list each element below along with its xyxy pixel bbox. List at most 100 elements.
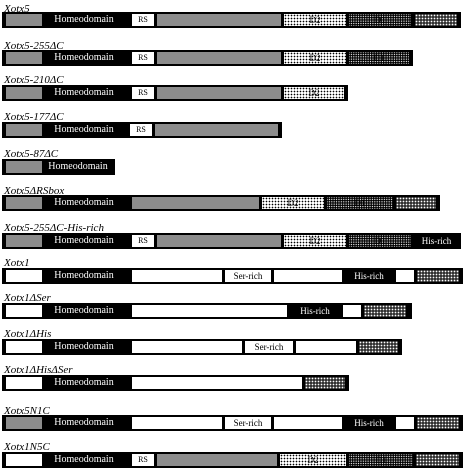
n-terminal-segment <box>6 417 42 429</box>
central-segment <box>132 341 242 353</box>
central-segment <box>132 197 259 209</box>
protein-bar: Homeodomain Ser-rich His-rich <box>2 415 463 431</box>
linker-segment <box>343 305 361 317</box>
construct-name: Xotx1ΔSer <box>4 292 51 304</box>
central-segment-2 <box>296 341 356 353</box>
his-rich-label: His-rich <box>354 271 384 281</box>
d2-domain: D2 <box>284 235 346 247</box>
homeodomain-label: Homeodomain <box>54 197 114 208</box>
central-segment <box>157 454 277 466</box>
protein-bar: Homeodomain Ser-rich His-rich <box>2 268 463 284</box>
protein-bar: Homeodomain RS D2 D1 <box>2 452 463 468</box>
his-rich-label: His-rich <box>421 236 452 246</box>
homeodomain-label: Homeodomain <box>54 341 114 352</box>
central-segment <box>132 377 302 389</box>
linker-segment <box>396 417 414 429</box>
protein-bar: Homeodomain RS D2 <box>2 85 348 101</box>
c-terminal-domain <box>359 341 398 353</box>
d1-domain: D1 <box>349 52 409 64</box>
central-segment <box>157 87 281 99</box>
c-terminal-domain <box>364 305 406 317</box>
homeodomain-label: Homeodomain <box>54 235 114 246</box>
central-segment <box>132 417 222 429</box>
rs-box: RS <box>132 87 154 99</box>
homeodomain-label: Homeodomain <box>54 270 114 281</box>
rs-box: RS <box>132 454 154 466</box>
construct-name: Xotx5ΔRSbox <box>4 185 65 197</box>
protein-bar: Homeodomain RS D2 D1 <box>2 50 413 66</box>
central-segment <box>157 14 281 26</box>
n-terminal-segment <box>6 124 42 136</box>
construct-name: Xotx5-87ΔC <box>4 148 59 160</box>
rs-box: RS <box>132 235 154 247</box>
d1-domain: D1 <box>349 454 413 466</box>
n-terminal-segment <box>6 197 42 209</box>
n-terminal-segment <box>6 377 42 389</box>
his-rich-label: His-rich <box>354 418 384 428</box>
n-terminal-segment <box>6 341 42 353</box>
homeodomain-label: Homeodomain <box>54 52 114 63</box>
protein-bar: Homeodomain <box>2 375 349 391</box>
construct-name: Xotx5-210ΔC <box>4 74 64 86</box>
n-terminal-segment <box>6 161 42 173</box>
protein-bar: Homeodomain RS D2 D1 His-rich <box>2 233 461 249</box>
n-terminal-segment <box>6 87 42 99</box>
homeodomain-label: Homeodomain <box>54 124 114 135</box>
homeodomain-label: Homeodomain <box>54 14 114 25</box>
construct-name: Xotx5-177ΔC <box>4 111 64 123</box>
n-terminal-segment <box>6 52 42 64</box>
construct-name: Xotx5-255ΔC-His-rich <box>4 222 104 234</box>
d2-domain: D2 <box>280 454 346 466</box>
d1-domain: D1 <box>327 197 393 209</box>
d1-domain: D1 <box>349 14 411 26</box>
homeodomain-label: Homeodomain <box>48 161 108 172</box>
homeodomain-label: Homeodomain <box>54 454 114 465</box>
n-terminal-segment <box>6 270 42 282</box>
ser-rich-domain: Ser-rich <box>225 270 271 282</box>
d2-domain: D2 <box>284 87 344 99</box>
central-segment-2 <box>274 417 342 429</box>
ser-rich-domain: Ser-rich <box>245 341 293 353</box>
central-segment <box>157 52 281 64</box>
construct-name: Xotx1 <box>4 257 30 269</box>
d1-domain: D1 <box>349 235 411 247</box>
protein-bar: Homeodomain D2 D1 <box>2 195 440 211</box>
construct-name: Xotx5-255ΔC <box>4 40 64 52</box>
construct-name: Xotx1ΔHis <box>4 328 52 340</box>
rs-box: RS <box>132 14 154 26</box>
his-rich-label: His-rich <box>300 306 330 316</box>
c-terminal-domain <box>305 377 345 389</box>
construct-name: Xotx1N5C <box>4 441 50 453</box>
construct-name: Xotx1ΔHisΔSer <box>4 364 73 376</box>
homeodomain-label: Homeodomain <box>54 87 114 98</box>
central-segment <box>132 270 222 282</box>
n-terminal-segment <box>6 235 42 247</box>
n-terminal-segment <box>6 14 42 26</box>
n-terminal-segment <box>6 454 42 466</box>
protein-bar: Homeodomain RS D2 D1 <box>2 12 461 28</box>
rs-box: RS <box>130 124 152 136</box>
d2-domain: D2 <box>262 197 324 209</box>
homeodomain-label: Homeodomain <box>54 417 114 428</box>
protein-bar: Homeodomain <box>2 159 115 175</box>
c-terminal-domain <box>417 417 459 429</box>
protein-bar: Homeodomain RS <box>2 122 282 138</box>
ser-rich-domain: Ser-rich <box>225 417 271 429</box>
c-terminal-domain <box>396 197 436 209</box>
d2-domain: D2 <box>284 14 346 26</box>
linker-segment <box>396 270 414 282</box>
protein-bar: Homeodomain His-rich <box>2 303 412 319</box>
central-segment <box>155 124 278 136</box>
central-segment <box>157 235 281 247</box>
c-terminal-domain <box>415 14 457 26</box>
c-terminal-domain <box>417 270 459 282</box>
homeodomain-label: Homeodomain <box>54 377 114 388</box>
construct-name: Xotx5N1C <box>4 405 50 417</box>
protein-bar: Homeodomain Ser-rich <box>2 339 402 355</box>
central-segment <box>132 305 287 317</box>
homeodomain-label: Homeodomain <box>54 305 114 316</box>
d2-domain: D2 <box>284 52 346 64</box>
rs-box: RS <box>132 52 154 64</box>
central-segment-2 <box>274 270 342 282</box>
c-terminal-domain <box>416 454 459 466</box>
